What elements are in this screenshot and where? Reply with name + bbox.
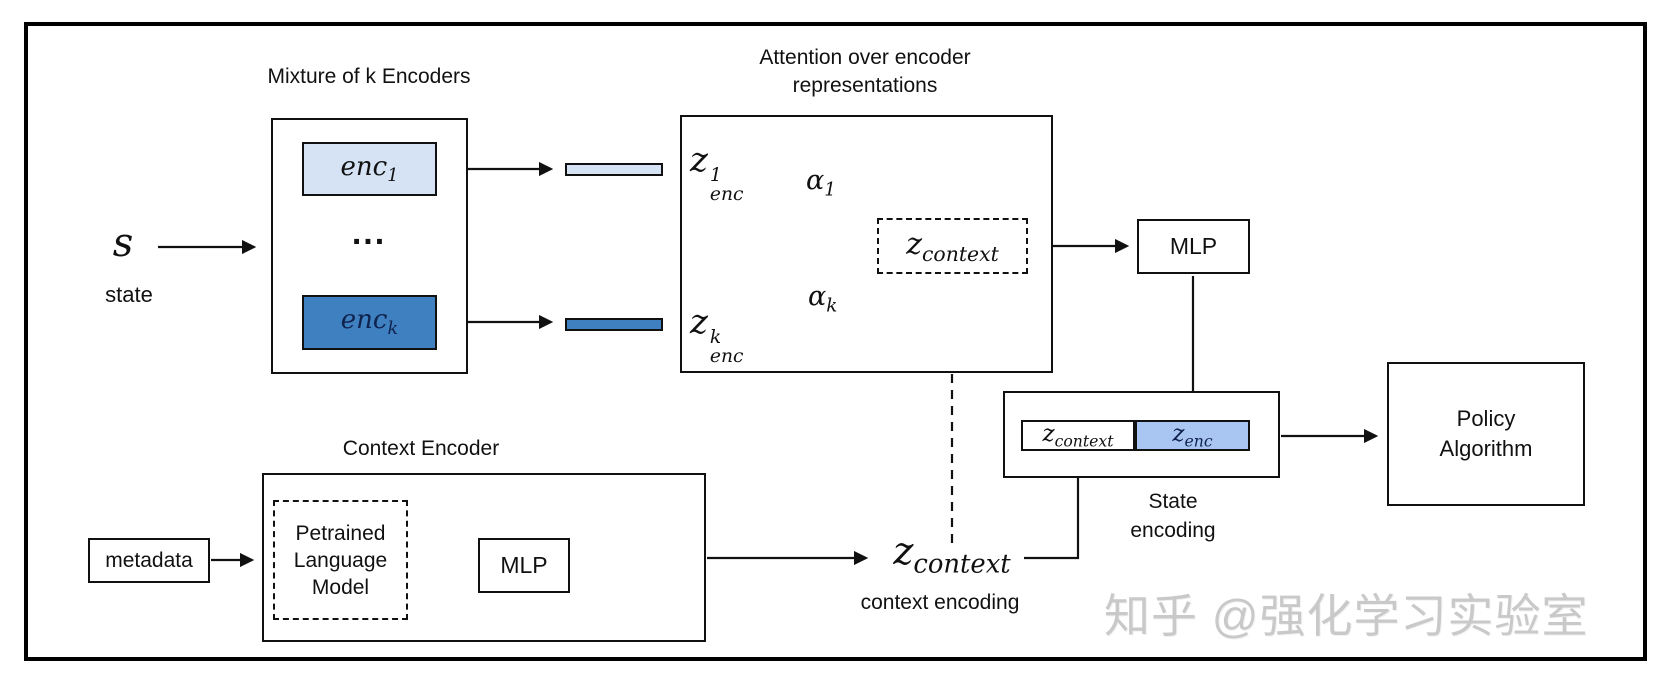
z-enc-1-base: z — [690, 140, 708, 180]
encoder-ellipsis: ... — [351, 214, 387, 252]
pretrained-language-model-label: Petrained Language Model — [294, 520, 387, 601]
state-caption: state — [105, 282, 153, 307]
alpha-k-sub: k — [826, 295, 838, 317]
state-z-context-sub: context — [1054, 431, 1114, 451]
z-enc-k-sup: k — [709, 327, 722, 349]
alpha-k-base: α — [808, 281, 827, 312]
policy-algorithm-label: Policy Algorithm — [1440, 404, 1533, 464]
metadata-box: metadata — [88, 538, 210, 583]
z-enc-1-sup: 1 — [709, 165, 722, 187]
enc1-label: enc1 — [341, 152, 399, 186]
enc1-box: enc1 — [302, 142, 437, 196]
representation-bar-dark — [565, 318, 663, 331]
state-z-context-base: z — [1042, 420, 1055, 447]
state-z-enc-label: zenc — [1172, 421, 1212, 451]
enck-sub: k — [387, 319, 399, 340]
attention-title-line1: Attention over encoder — [759, 46, 971, 69]
z-context-output-label: zcontext — [876, 528, 1028, 581]
z-context-output-base: z — [893, 529, 914, 573]
plm-line3: Model — [311, 575, 370, 599]
mlp-bottom-label: MLP — [500, 552, 548, 578]
state-z-context-label: zcontext — [1043, 421, 1114, 451]
enck-label: enck — [341, 305, 398, 339]
pretrained-language-model-box: Petrained Language Model — [273, 500, 408, 620]
z-enc-k-base: z — [690, 302, 708, 342]
alpha-1-base: α — [806, 165, 825, 196]
z-enc-k-sub: enc — [709, 345, 744, 367]
policy-algorithm-box: Policy Algorithm — [1387, 362, 1585, 506]
context-encoding-caption: context encoding — [860, 591, 1020, 614]
alpha-1-sub: 1 — [824, 179, 836, 201]
plm-line2: Language — [293, 548, 388, 572]
mixture-title: Mixture of k Encoders — [267, 65, 471, 88]
representation-bar-light — [565, 163, 663, 176]
attention-title: Attention over encoder representations — [705, 44, 1025, 100]
alpha-1-label: α1 — [806, 164, 836, 202]
enck-box: enck — [302, 295, 437, 350]
policy-line2: Algorithm — [1439, 436, 1533, 461]
state-z-enc-sub: enc — [1184, 431, 1213, 451]
z-context-output-sub: context — [913, 549, 1011, 580]
enck-base: enc — [340, 305, 388, 336]
metadata-label: metadata — [105, 548, 193, 572]
state-z-enc-base: z — [1172, 420, 1185, 447]
plm-line1: Petrained — [295, 521, 386, 545]
enc1-base: enc — [340, 151, 388, 182]
policy-line1: Policy — [1456, 406, 1516, 431]
context-encoder-title: Context Encoder — [342, 437, 500, 460]
state-encoding-caption: State encoding — [1093, 487, 1253, 545]
mlp-top-box: MLP — [1137, 219, 1250, 274]
mlp-bottom-box: MLP — [478, 538, 570, 593]
enc1-sub: 1 — [387, 166, 399, 187]
z-enc-1-sub: enc — [709, 183, 744, 205]
z-context-dashed-box: zcontext — [877, 218, 1028, 274]
zhihu-watermark: 知乎 @强化学习实验室 — [1104, 590, 1589, 642]
attention-title-line2: representations — [792, 74, 938, 97]
z-context-attention-label: zcontext — [906, 227, 999, 266]
state-z-context-cell: zcontext — [1021, 420, 1135, 451]
z-context-attention-base: z — [906, 226, 922, 262]
state-encoding-caption-line2: encoding — [1130, 519, 1216, 542]
state-encoding-caption-line1: State — [1148, 490, 1198, 513]
z-context-attention-sub: context — [922, 241, 999, 266]
state-symbol: s — [112, 220, 134, 266]
alpha-k-label: αk — [808, 280, 837, 318]
mlp-top-label: MLP — [1169, 233, 1218, 259]
state-z-enc-cell: zenc — [1135, 420, 1250, 451]
